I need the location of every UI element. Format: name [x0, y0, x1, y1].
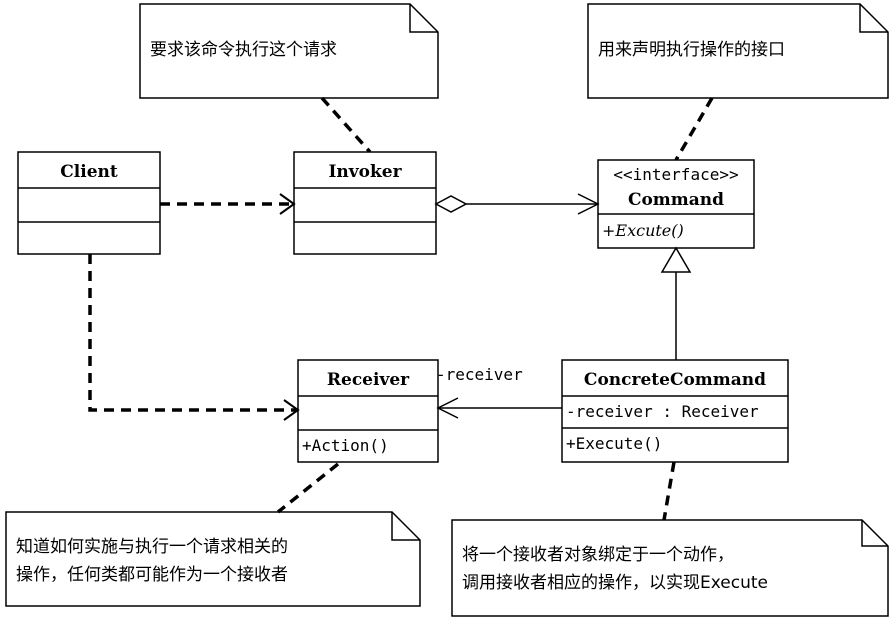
note-invoker: 要求该命令执行这个请求: [139, 3, 439, 99]
association-arrowhead: [436, 397, 459, 419]
class-invoker[interactable]: Invoker: [293, 151, 437, 255]
anchor-command-note: [674, 97, 714, 161]
anchor-invoker-note: [320, 96, 372, 154]
class-command[interactable]: <<interface>> Command +Excute(): [597, 159, 755, 249]
note-command: 用来声明执行操作的接口: [587, 3, 889, 99]
note-anchors: [276, 96, 714, 521]
dependency-client-invoker-arrowhead: [279, 193, 296, 215]
class-concrete-command-attribute: -receiver : Receiver: [566, 402, 759, 421]
aggregation-diamond: [434, 195, 468, 213]
dependency-client-receiver-arrowhead: [283, 399, 300, 421]
generalization-concrete-command: [660, 246, 692, 360]
class-concrete-command-operation: +Execute(): [566, 434, 662, 453]
note-receiver-text-line1: 知道如何实施与执行一个请求相关的: [16, 537, 288, 557]
class-receiver-name: Receiver: [327, 370, 410, 390]
note-command-text: 用来声明执行操作的接口: [598, 40, 785, 60]
anchor-concrete-note: [662, 461, 676, 521]
note-receiver-text-line2: 操作，任何类都可能作为一个接收者: [16, 565, 288, 585]
class-concrete-command-name: ConcreteCommand: [584, 370, 766, 390]
class-client[interactable]: Client: [17, 151, 161, 255]
aggregation-arrowhead: [577, 193, 600, 215]
class-invoker-name: Invoker: [328, 162, 402, 182]
class-receiver[interactable]: Receiver +Action(): [297, 359, 439, 463]
association-role-label: -receiver: [436, 365, 523, 384]
class-command-operation: +Excute(): [602, 221, 684, 240]
note-concrete-command: 将一个接收者对象绑定于一个动作， 调用接收者相应的操作，以实现Execute: [451, 519, 889, 617]
class-command-stereotype: <<interface>>: [613, 165, 738, 184]
generalization-triangle: [660, 246, 692, 273]
class-concrete-command[interactable]: ConcreteCommand -receiver : Receiver +Ex…: [561, 359, 789, 463]
dependency-client-receiver: [88, 254, 298, 412]
note-concrete-text-line1: 将一个接收者对象绑定于一个动作，: [462, 545, 734, 565]
anchor-receiver-note: [276, 462, 340, 514]
association-concrete-receiver: [436, 397, 562, 419]
note-receiver: 知道如何实施与执行一个请求相关的 操作，任何类都可能作为一个接收者: [5, 511, 421, 607]
class-client-name: Client: [60, 162, 118, 182]
class-receiver-operation: +Action(): [302, 436, 389, 455]
aggregation-invoker-command: [434, 193, 600, 215]
note-invoker-text: 要求该命令执行这个请求: [150, 40, 337, 60]
note-concrete-text-line2: 调用接收者相应的操作，以实现Execute: [462, 573, 768, 593]
class-command-name: Command: [628, 190, 724, 210]
